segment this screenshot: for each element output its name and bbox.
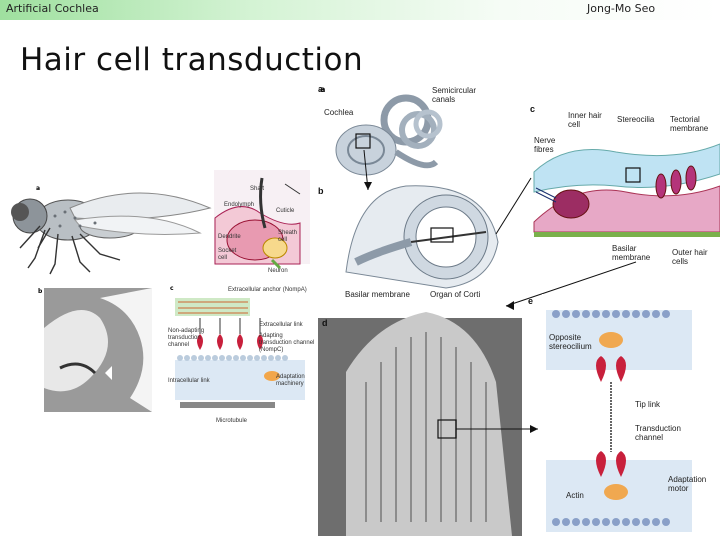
panel-a-label: a <box>36 185 40 192</box>
cochlea-panel-e: e <box>528 296 533 306</box>
label-anchor: Extracellular anchor (NompA) <box>228 287 318 294</box>
label-basilar-membrane-b: Basilar membrane <box>345 290 410 299</box>
label-tip-link: Tip link <box>635 400 660 409</box>
label-microtubule: Microtubule <box>216 418 247 425</box>
label-organ-of-corti: Organ of Corti <box>430 290 480 299</box>
panel-b-label: b <box>38 288 43 295</box>
fly-illustration <box>11 193 210 274</box>
cochlea-panel-a: a <box>318 84 323 94</box>
fly-mechanoreceptor-figure: a b <box>0 168 310 430</box>
course-title: Artificial Cochlea <box>6 2 99 15</box>
label-non-adapting: Non-adapting transduction channel <box>168 328 216 349</box>
label-intracellular-link: Intracellular link <box>168 378 220 385</box>
label-extracellular-link: Extracellular link <box>259 322 317 329</box>
label-inner-hair-cell: Inner hair cell <box>568 111 608 129</box>
label-opposite-stereocilium: Opposite stereocilium <box>549 333 601 351</box>
author-name: Jong-Mo Seo <box>587 2 655 15</box>
label-transduction-channel: Transduction channel <box>635 424 695 442</box>
hair-bundle-sem <box>318 312 522 536</box>
label-cuticle: Cuticle <box>276 208 294 215</box>
label-outer-hair-cells: Outer hair cells <box>672 248 716 266</box>
cochlea-cross-section <box>338 186 498 290</box>
label-semicircular-canals: Semicircular canals <box>432 86 492 104</box>
cochlea-figure: a <box>316 82 720 540</box>
label-nerve-fibres: Nerve fibres <box>534 136 568 154</box>
label-adapting: Adapting transduction channel (NompC) <box>259 333 317 354</box>
label-dendrite: Dendrite <box>218 234 241 241</box>
em-micrograph <box>44 288 152 412</box>
tip-link-model-schematic <box>542 294 720 540</box>
slide-title: Hair cell transduction <box>20 42 363 78</box>
label-neuron: Neuron <box>268 268 288 275</box>
label-socket-cell: Socket cell <box>218 248 246 262</box>
panel-c-label: c <box>170 285 174 292</box>
label-adaptation-motor: Adaptation motor <box>668 475 716 493</box>
label-basilar-membrane-c: Basilar membrane <box>612 244 658 262</box>
label-cochlea: Cochlea <box>324 108 353 117</box>
label-endolymph: Endolymph <box>224 202 254 209</box>
label-actin: Actin <box>566 491 584 500</box>
label-tectorial-membrane: Tectorial membrane <box>670 115 720 133</box>
label-shaft: Shaft <box>250 186 264 193</box>
cochlea-panel-c: c <box>530 104 535 114</box>
label-stereocilia: Stereocilia <box>617 115 654 124</box>
cochlea-panel-d: d <box>322 318 328 328</box>
label-adaptation-machinery: Adaptation machinery <box>276 374 316 388</box>
cochlea-panel-b: b <box>318 186 324 196</box>
inner-ear-illustration <box>322 92 482 192</box>
label-sheath-cell: Sheath cell <box>278 230 306 244</box>
